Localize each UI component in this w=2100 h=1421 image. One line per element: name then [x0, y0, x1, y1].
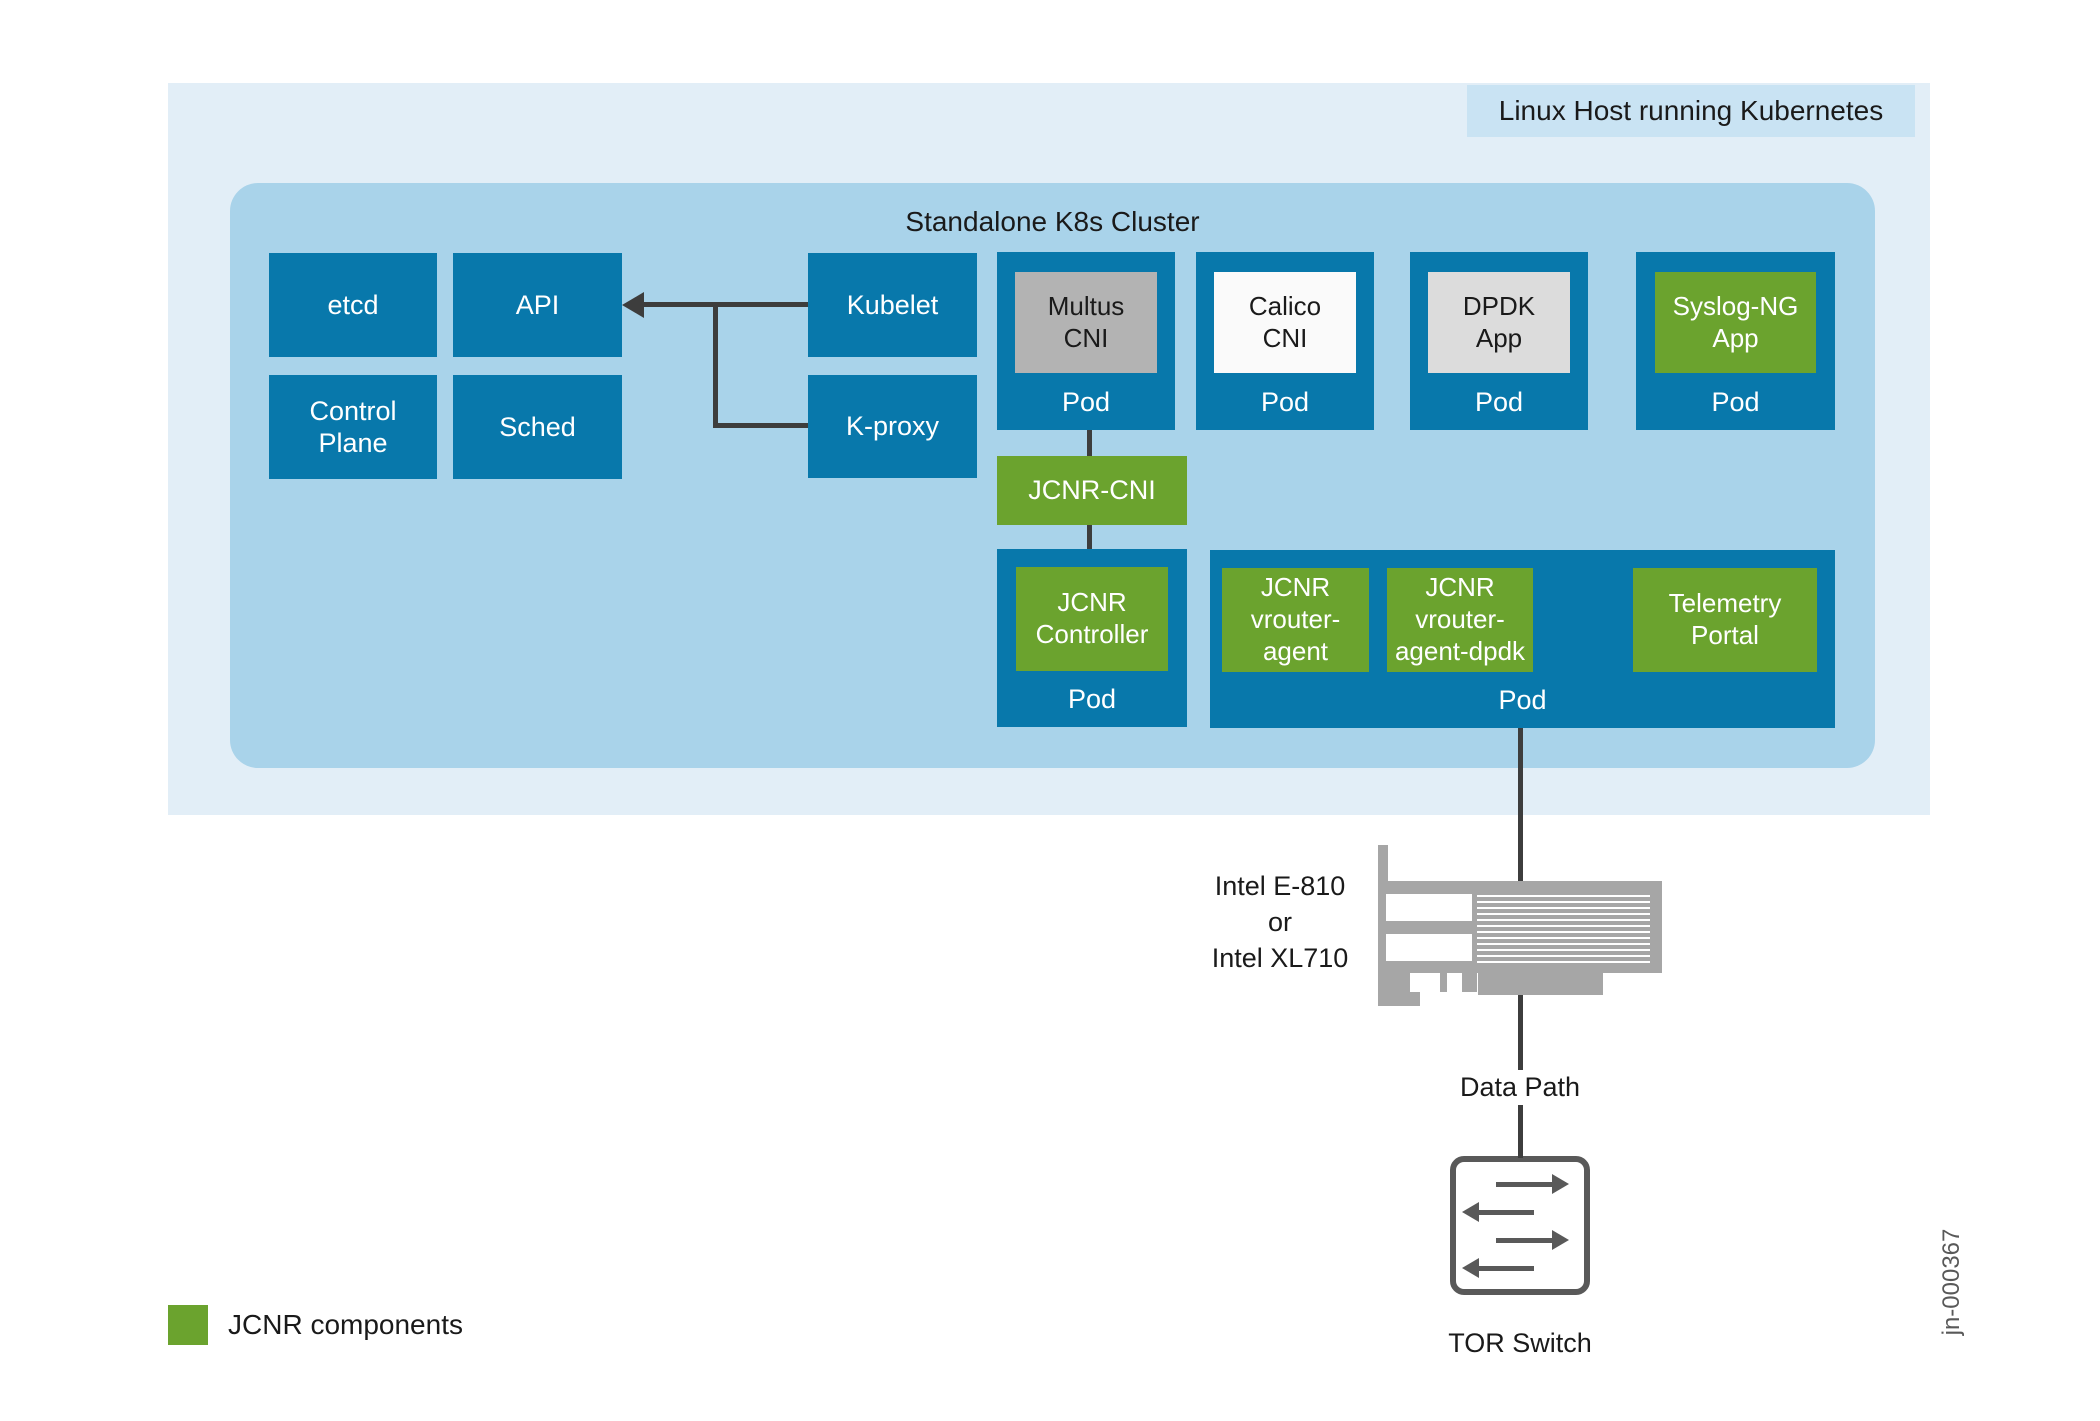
kubelet-label: Kubelet: [846, 289, 939, 320]
api-label: API: [515, 289, 560, 320]
sched-box: Sched: [453, 375, 622, 479]
switch-arrowhead-left-icon: [1462, 1202, 1479, 1222]
switch-arrow-left-icon: [1478, 1210, 1534, 1215]
kproxy-box: K-proxy: [808, 375, 977, 478]
pod-jcnr-controller: JCNR Controller Pod: [997, 549, 1187, 727]
jcnr-vrouter-agent-box: JCNR vrouter- agent: [1222, 568, 1369, 672]
nic-right-bar-icon: [1650, 881, 1662, 973]
jcnr-vrouter-agent-dpdk-label: JCNR vrouter- agent-dpdk: [1394, 572, 1526, 666]
pod-label: Pod: [1711, 387, 1760, 417]
jcnr-controller-box: JCNR Controller: [1016, 567, 1168, 671]
figure-id: jn-000367: [1938, 1228, 1965, 1336]
pod-calico: Calico CNI Pod: [1196, 252, 1374, 430]
control-plane-label: Control Plane: [309, 395, 397, 458]
dpdk-app-label: DPDK App: [1462, 290, 1536, 353]
multus-cni-box: Multus CNI: [1015, 272, 1157, 373]
kproxy-line: [713, 423, 808, 428]
data-path-label-text: Data Path: [1449, 1069, 1591, 1105]
nic-heatsink-icon: [1477, 891, 1657, 964]
pod-label: Pod: [1067, 684, 1117, 714]
pod-syslog: Syslog-NG App Pod: [1636, 252, 1835, 430]
calico-cni-box: Calico CNI: [1214, 272, 1356, 373]
nic-label: Intel E-810 or Intel XL710: [1211, 871, 1349, 973]
nic-connector-icon: [1478, 964, 1603, 995]
connector-vertical-line: [713, 302, 718, 428]
calico-cni-label: Calico CNI: [1248, 290, 1322, 353]
api-box: API: [453, 253, 622, 357]
pod-label: Pod: [1474, 387, 1524, 417]
switch-arrowhead-left-icon: [1462, 1258, 1479, 1278]
jcnr-vrouter-agent-dpdk-box: JCNR vrouter- agent-dpdk: [1387, 568, 1533, 672]
kubelet-box: Kubelet: [808, 253, 977, 357]
nic-notch1-icon: [1410, 973, 1440, 992]
syslog-ng-app-box: Syslog-NG App: [1655, 272, 1816, 373]
switch-arrowhead-right-icon: [1552, 1230, 1569, 1250]
pod-label: Pod: [1498, 685, 1547, 715]
etcd-label: etcd: [327, 289, 379, 320]
linux-host-label-text: Linux Host running Kubernetes: [1498, 95, 1884, 126]
nic-bracket-foot-icon: [1378, 990, 1420, 1006]
jcnr-vrouter-agent-label: JCNR vrouter- agent: [1250, 572, 1341, 666]
pod-label: Pod: [1260, 387, 1310, 417]
pod-jcnr-vrouter: JCNR vrouter- agent JCNR vrouter- agent-…: [1210, 550, 1835, 728]
pod-multus: Multus CNI Pod: [997, 252, 1175, 430]
switch-arrow-left-icon: [1478, 1266, 1534, 1271]
etcd-box: etcd: [269, 253, 437, 357]
nic-slot1-icon: [1386, 894, 1472, 921]
multus-jcnrcni-line: [1087, 430, 1092, 456]
linux-host-label: Linux Host running Kubernetes: [1467, 85, 1915, 137]
pod-label: Pod: [1061, 387, 1111, 417]
switch-arrow-right-icon: [1496, 1182, 1552, 1187]
jcnr-controller-label: JCNR Controller: [1035, 587, 1149, 649]
jcnr-cni-label: JCNR-CNI: [1028, 475, 1156, 506]
tor-switch-label: TOR Switch: [1448, 1328, 1592, 1358]
kubelet-api-line: [642, 302, 808, 307]
telemetry-portal-box: Telemetry Portal: [1633, 568, 1817, 672]
nic-slot2-icon: [1386, 934, 1472, 961]
control-plane-box: Control Plane: [269, 375, 437, 479]
kproxy-label: K-proxy: [845, 411, 940, 442]
jcnr-cni-box: JCNR-CNI: [997, 456, 1187, 525]
nic-top-bar-icon: [1383, 881, 1662, 893]
tor-switch-icon: [1450, 1156, 1590, 1295]
data-path-label: Data Path: [1420, 1068, 1620, 1106]
syslog-ng-app-label: Syslog-NG App: [1672, 290, 1799, 353]
telemetry-portal-label: Telemetry Portal: [1668, 588, 1782, 650]
legend-green-swatch: [168, 1305, 208, 1345]
nic-notch2-icon: [1447, 973, 1462, 992]
jcnrcni-controller-line: [1087, 525, 1092, 549]
sched-label: Sched: [499, 411, 576, 442]
cluster-title: Standalone K8s Cluster: [905, 206, 1200, 237]
multus-cni-label: Multus CNI: [1047, 290, 1125, 353]
switch-arrowhead-right-icon: [1552, 1174, 1569, 1194]
api-arrowhead-icon: [622, 292, 644, 318]
switch-arrow-right-icon: [1496, 1238, 1552, 1243]
pod-dpdk: DPDK App Pod: [1410, 252, 1588, 430]
legend-label: JCNR components: [228, 1309, 463, 1340]
dpdk-app-box: DPDK App: [1428, 272, 1570, 373]
